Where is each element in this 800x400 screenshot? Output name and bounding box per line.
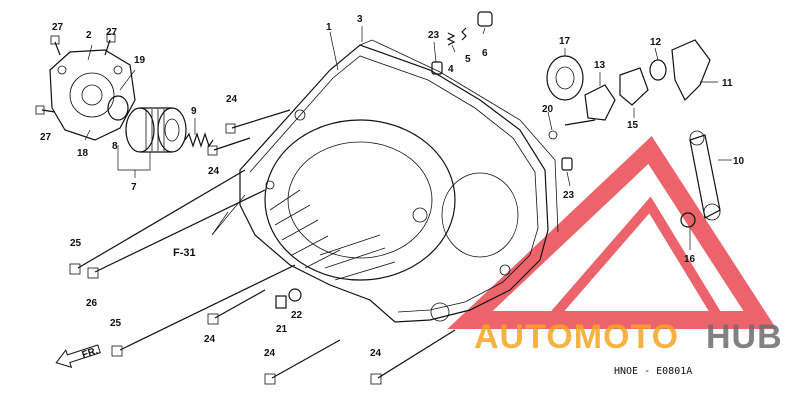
label-22: 22: [291, 310, 303, 321]
label-21: 21: [276, 324, 288, 335]
front-arrow: FR.: [55, 344, 101, 369]
watermark-text: AUTOMOTO HUB: [474, 318, 783, 356]
leader-lines: [84, 26, 732, 250]
lever-parts: [649, 39, 721, 228]
label-20: 20: [542, 104, 554, 115]
label-2: 2: [86, 30, 92, 41]
label-17: 17: [559, 36, 571, 47]
long-bolts: [69, 109, 456, 385]
watermark-text-orange: AUTOMOTO: [474, 318, 679, 356]
label-10: 10: [733, 156, 745, 167]
washer-22: [288, 288, 302, 302]
collar-21: [275, 295, 287, 309]
label-9: 9: [191, 106, 197, 117]
front-label: FR.: [81, 346, 100, 362]
oil-filter: [125, 107, 187, 153]
label-15: 15: [627, 120, 639, 131]
o-ring: [107, 95, 129, 121]
pump-cover: [49, 49, 136, 141]
top-small-parts: [431, 11, 493, 75]
bolts-27: [35, 33, 116, 115]
label-7: 7: [131, 182, 137, 193]
spring: [184, 132, 214, 148]
label-24d: 24: [264, 348, 276, 359]
label-24a: 24: [226, 94, 238, 105]
label-6: 6: [482, 48, 488, 59]
label-4: 4: [448, 64, 454, 75]
label-11: 11: [722, 78, 733, 89]
label-24e: 24: [370, 348, 382, 359]
label-16: 16: [684, 254, 696, 265]
label-27b: 27: [106, 27, 118, 38]
label-23a: 23: [428, 30, 440, 41]
shift-parts: [548, 67, 649, 171]
label-1: 1: [326, 22, 332, 33]
label-5: 5: [465, 54, 471, 65]
label-12: 12: [650, 37, 662, 48]
label-25a: 25: [70, 238, 82, 249]
crankcase-cover: [239, 39, 559, 323]
label-13: 13: [594, 60, 606, 71]
diagram-code: HNOE - E0801A: [614, 366, 692, 377]
label-26: 26: [86, 298, 98, 309]
label-27c: 27: [40, 132, 52, 143]
label-25b: 25: [110, 318, 122, 329]
label-19: 19: [134, 55, 146, 66]
watermark-text-gray: HUB: [706, 318, 783, 356]
label-24c: 24: [204, 334, 216, 345]
watermark-logo: [447, 136, 777, 329]
label-24b: 24: [208, 166, 220, 177]
part-labels: 1 2 3 4 5 6 7 8 9 10 11 12 13 15 16 17 1…: [40, 14, 745, 359]
label-23b: 23: [563, 190, 575, 201]
reference-label: F-31: [173, 247, 196, 259]
label-8: 8: [112, 141, 118, 152]
bearing: [546, 55, 584, 101]
label-3: 3: [357, 14, 363, 25]
label-18: 18: [77, 148, 89, 159]
label-27a: 27: [52, 22, 64, 33]
